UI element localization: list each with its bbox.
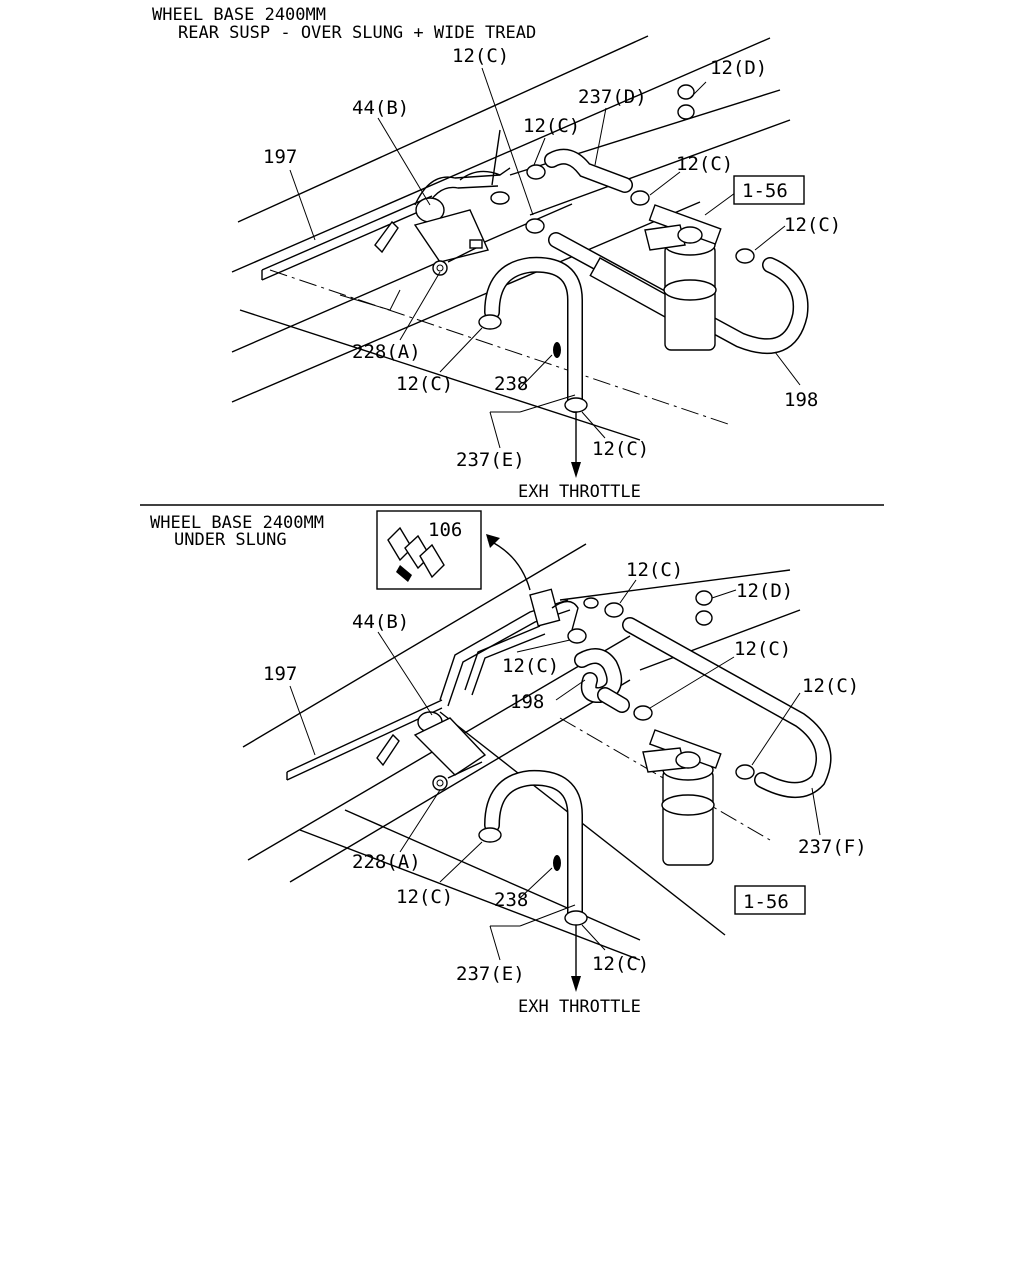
top-arrow-label: EXH THROTTLE [518,482,641,502]
bottom-frame-lines [242,543,801,961]
bottom-section: WHEEL BASE 2400MM UNDER SLUNG [150,510,867,1017]
label-12c: 12(C) [396,373,453,395]
label-12c: 12(C) [734,638,791,660]
top-frame-lines [231,35,791,441]
label-237e: 237(E) [456,963,525,985]
clamp-icon [526,164,546,180]
label-237d: 237(D) [578,86,647,108]
label-1-56: 1-56 [743,891,789,913]
bottom-labels: 106 12(C) 12(D) 44(B) 12(C) 12(C) 197 19… [263,519,867,1017]
label-12c: 12(C) [523,115,580,137]
label-12c: 12(C) [592,438,649,460]
label-12d: 12(D) [736,580,793,602]
top-valve-1-56 [644,204,722,351]
grommet-icon [553,855,561,871]
top-ref-box [733,175,805,205]
label-12c: 12(C) [784,214,841,236]
top-header-line1: WHEEL BASE 2400MM [152,5,326,25]
top-header-line2: REAR SUSP - OVER SLUNG + WIDE TREAD [178,23,536,43]
bottom-rod-197 [286,699,443,781]
clamp-icon [630,190,650,206]
label-197: 197 [263,146,297,168]
top-clamps [478,84,755,413]
clamp-icon [695,610,713,626]
bottom-exh-arrow [571,925,581,992]
top-hose-237d [544,148,633,193]
clamp-icon [735,764,755,780]
grommet-icon [553,342,561,358]
clamp-icon [695,590,713,606]
top-leaders [289,67,801,449]
top-rod-197 [261,195,433,281]
clamp-icon [677,104,695,120]
bottom-valve-1-56 [642,729,722,866]
clamp-icon [567,628,587,644]
label-12c: 12(C) [592,953,649,975]
bottom-hose-237f [622,617,832,798]
bottom-hose-198 [574,648,630,713]
label-44b: 44(B) [352,97,409,119]
label-237f: 237(F) [798,836,867,858]
label-12c: 12(C) [676,153,733,175]
bottom-leaders [289,579,821,961]
label-12d: 12(D) [710,57,767,79]
top-pipe-237e [484,256,583,413]
top-pipe-assembly [374,167,511,276]
clamp-icon [525,218,545,234]
bottom-pipe-assembly [376,588,599,791]
bottom-header-line1: WHEEL BASE 2400MM [150,513,324,533]
clamp-icon [564,910,588,926]
bottom-arrow-label: EXH THROTTLE [518,997,641,1017]
bottom-pipe-237e [484,769,583,923]
inset-part-106 [376,510,482,590]
label-238: 238 [494,373,528,395]
label-238: 238 [494,889,528,911]
label-106: 106 [428,519,462,541]
label-228a: 228(A) [352,341,421,363]
clamp-icon [478,314,502,330]
label-198: 198 [784,389,818,411]
top-labels: 12(C) 12(D) 237(D) 44(B) 12(C) 197 12(C)… [263,45,841,502]
clamp-icon [677,84,695,100]
bottom-clamps [478,590,755,926]
inset-arrow [487,539,531,591]
label-1-56: 1-56 [742,180,788,202]
bottom-header-line2: UNDER SLUNG [174,530,287,550]
clamp-icon [735,248,755,264]
label-237e: 237(E) [456,449,525,471]
top-section: WHEEL BASE 2400MM REAR SUSP - OVER SLUNG… [152,5,841,502]
bottom-ref-box [734,885,806,915]
label-12c: 12(C) [802,675,859,697]
label-228a: 228(A) [352,851,421,873]
label-12c: 12(C) [396,886,453,908]
clamp-icon [564,397,588,413]
clamp-icon [633,705,653,721]
label-197: 197 [263,663,297,685]
label-198: 198 [510,691,544,713]
label-12c: 12(C) [452,45,509,67]
label-12c: 12(C) [502,655,559,677]
clamp-icon [478,827,502,843]
label-44b: 44(B) [352,611,409,633]
label-12c: 12(C) [626,559,683,581]
top-exh-arrow [571,412,581,478]
clamp-icon [604,602,624,618]
